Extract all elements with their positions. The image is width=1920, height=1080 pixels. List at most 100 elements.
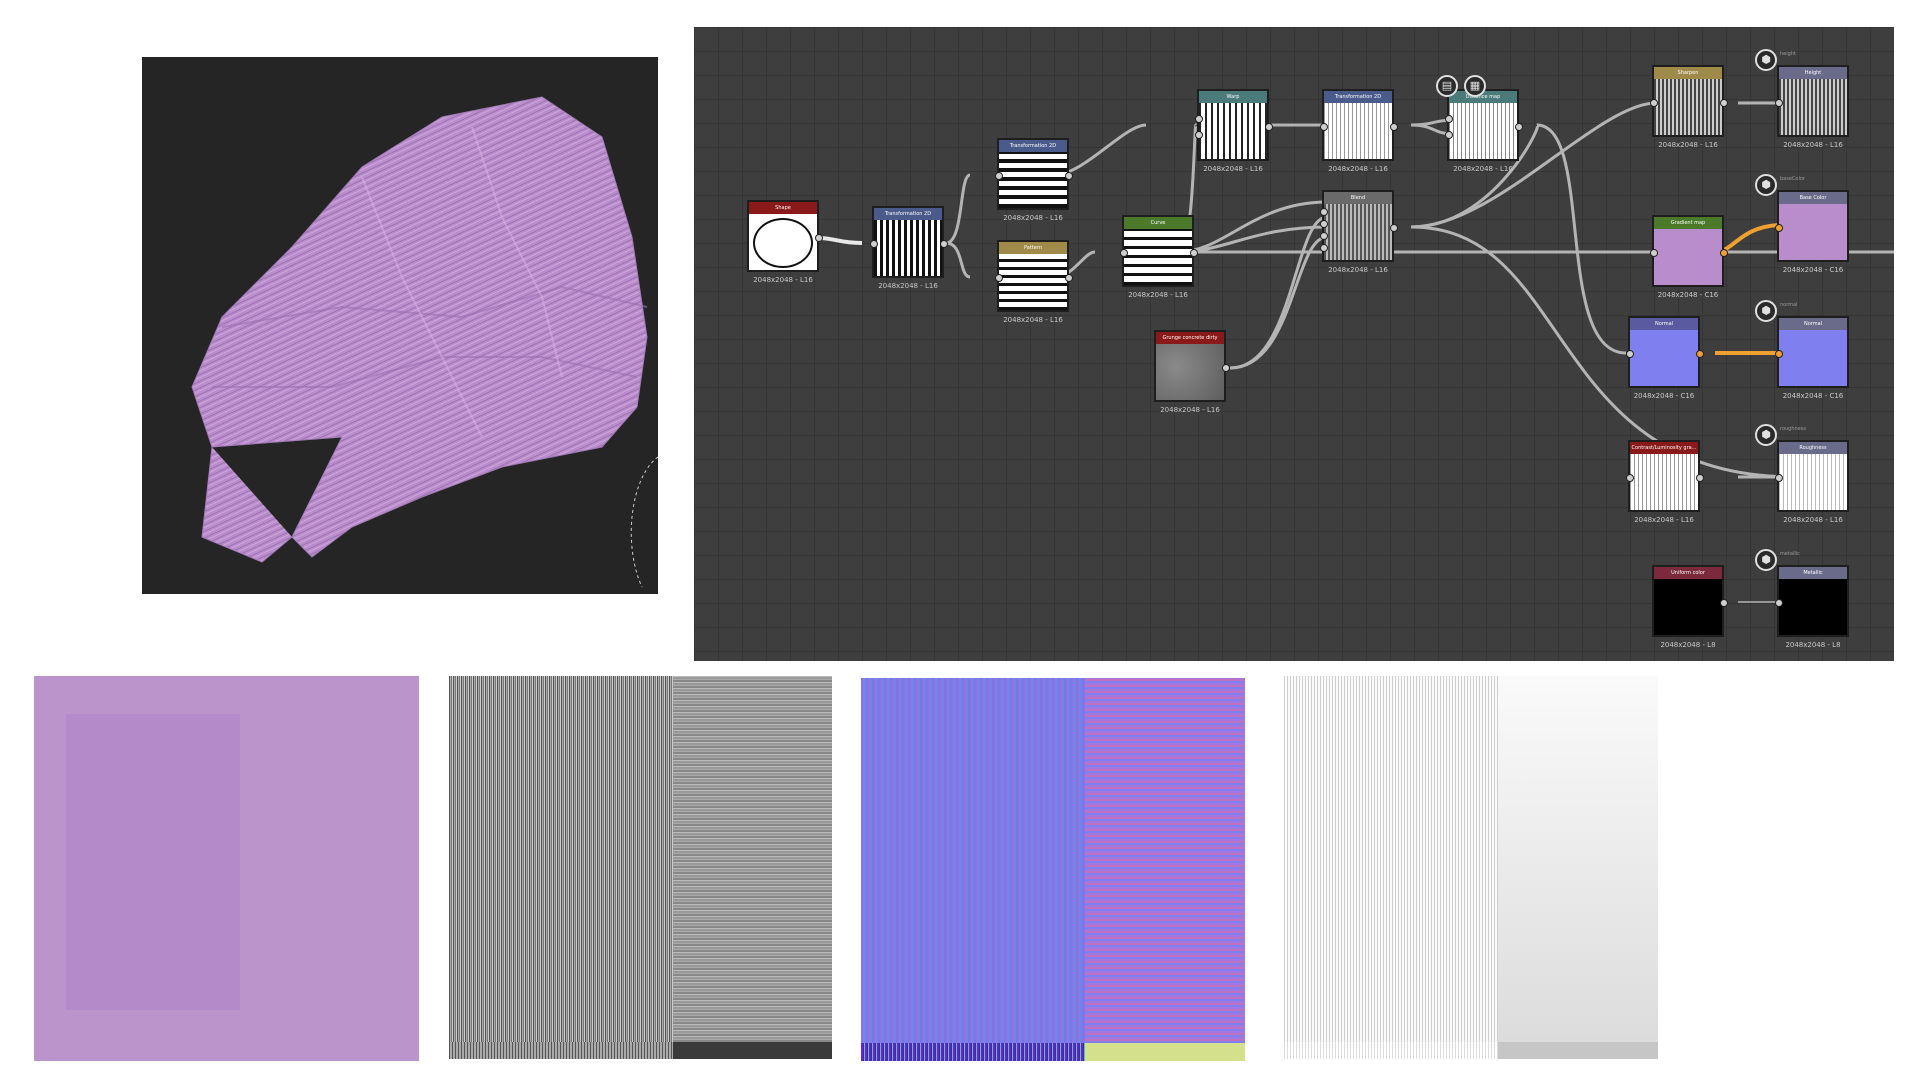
output-port[interactable] bbox=[1696, 474, 1704, 482]
node-distance-map[interactable]: Distance map 2048x2048 - L16 bbox=[1445, 89, 1523, 173]
node-output-roughness[interactable]: Roughness 2048x2048 - L16 bbox=[1775, 440, 1849, 524]
node-gradient-map[interactable]: Gradient map 2048x2048 - C16 bbox=[1650, 215, 1728, 299]
node-output-metallic[interactable]: Metallic 2048x2048 - L8 bbox=[1775, 565, 1849, 649]
input-port[interactable] bbox=[1626, 474, 1634, 482]
roughness-map bbox=[1274, 676, 1658, 1061]
output-label: metallic bbox=[1780, 551, 1800, 557]
input-port[interactable] bbox=[870, 240, 878, 248]
output-port[interactable] bbox=[940, 240, 948, 248]
node-shape[interactable]: Shape 2048x2048 - L16 bbox=[747, 200, 823, 284]
input-port[interactable] bbox=[1775, 474, 1783, 482]
output-port[interactable] bbox=[1720, 99, 1728, 107]
cube-icon: ⬢ bbox=[1755, 174, 1777, 196]
output-port[interactable] bbox=[1222, 364, 1230, 372]
node-caption: 2048x2048 - L16 bbox=[1783, 516, 1843, 524]
node-title: Metallic bbox=[1779, 567, 1847, 579]
output-port[interactable] bbox=[1720, 249, 1728, 257]
cube-icon: ⬢ bbox=[1755, 549, 1777, 571]
cube-icon: ⬢ bbox=[1755, 300, 1777, 322]
node-title: Normal bbox=[1630, 318, 1698, 330]
node-grunge-concrete-dirty[interactable]: Grunge concrete dirty 2048x2048 - L16 bbox=[1154, 330, 1230, 414]
input-port[interactable] bbox=[1775, 224, 1783, 232]
output-port[interactable] bbox=[1390, 123, 1398, 131]
output-port[interactable] bbox=[1696, 350, 1704, 358]
node-transformation-2d[interactable]: Transformation 2D 2048x2048 - L16 bbox=[995, 138, 1073, 222]
output-port[interactable] bbox=[1065, 172, 1073, 180]
output-label: roughness bbox=[1780, 426, 1806, 432]
node-sharpen[interactable]: Sharpen 2048x2048 - L16 bbox=[1650, 65, 1728, 149]
output-port[interactable] bbox=[1515, 123, 1523, 131]
node-caption: 2048x2048 - L16 bbox=[1203, 165, 1263, 173]
input-port[interactable] bbox=[1445, 115, 1453, 123]
node-title: Roughness bbox=[1779, 442, 1847, 454]
node-title: Normal bbox=[1779, 318, 1847, 330]
input-port[interactable] bbox=[1775, 99, 1783, 107]
input-port[interactable] bbox=[995, 172, 1003, 180]
output-port[interactable] bbox=[815, 234, 823, 242]
input-port[interactable] bbox=[995, 274, 1003, 282]
node-title: Blend bbox=[1324, 192, 1392, 204]
input-port[interactable] bbox=[1320, 244, 1328, 252]
node-title: Pattern bbox=[999, 242, 1067, 254]
node-caption: 2048x2048 - C16 bbox=[1782, 266, 1844, 274]
input-port[interactable] bbox=[1320, 208, 1328, 216]
input-port[interactable] bbox=[1195, 131, 1203, 139]
input-port[interactable] bbox=[1445, 131, 1453, 139]
output-port[interactable] bbox=[1265, 123, 1273, 131]
node-curve[interactable]: Curve 2048x2048 - L16 bbox=[1120, 215, 1198, 299]
node-graph-canvas[interactable]: Shape 2048x2048 - L16 Transformation 2D … bbox=[694, 27, 1894, 661]
input-port[interactable] bbox=[1775, 350, 1783, 358]
input-port[interactable] bbox=[1320, 232, 1328, 240]
cube-icon: ⬢ bbox=[1755, 424, 1777, 446]
output-port[interactable] bbox=[1190, 249, 1198, 257]
input-port[interactable] bbox=[1120, 249, 1128, 257]
input-port[interactable] bbox=[1195, 115, 1203, 123]
input-port[interactable] bbox=[1650, 249, 1658, 257]
node-title: Gradient map bbox=[1654, 217, 1722, 229]
cube-icon: ⬢ bbox=[1755, 49, 1777, 71]
input-port[interactable] bbox=[1626, 350, 1634, 358]
node-transformation-2d[interactable]: Transformation 2D 2048x2048 - L16 bbox=[1320, 89, 1398, 173]
node-caption: 2048x2048 - L8 bbox=[1785, 641, 1841, 649]
node-title: Uniform color bbox=[1654, 567, 1722, 579]
output-label: normal bbox=[1780, 302, 1798, 308]
node-caption: 2048x2048 - L16 bbox=[1160, 406, 1220, 414]
basecolor-inner-panel bbox=[66, 714, 240, 1010]
output-label: baseColor bbox=[1780, 176, 1805, 182]
node-caption: 2048x2048 - L16 bbox=[1328, 165, 1388, 173]
node-caption: 2048x2048 - L16 bbox=[1453, 165, 1513, 173]
node-output-base-color[interactable]: Base Color 2048x2048 - C16 bbox=[1775, 190, 1849, 274]
input-port[interactable] bbox=[1775, 599, 1783, 607]
node-output-height[interactable]: Height 2048x2048 - L16 bbox=[1775, 65, 1849, 149]
checker-icon[interactable]: ▦ bbox=[1464, 75, 1486, 97]
node-title: Distance map bbox=[1449, 91, 1517, 103]
node-caption: 2048x2048 - L8 bbox=[1660, 641, 1716, 649]
node-output-normal[interactable]: Normal 2048x2048 - C16 bbox=[1775, 316, 1849, 400]
output-port[interactable] bbox=[1720, 599, 1728, 607]
node-caption: 2048x2048 - C16 bbox=[1657, 291, 1719, 299]
input-port[interactable] bbox=[1320, 123, 1328, 131]
output-port[interactable] bbox=[1065, 274, 1073, 282]
node-caption: 2048x2048 - L16 bbox=[878, 282, 938, 290]
node-pattern[interactable]: Pattern 2048x2048 - L16 bbox=[995, 240, 1073, 324]
document-icon[interactable]: ▤ bbox=[1436, 75, 1458, 97]
node-transformation-2d[interactable]: Transformation 2D 2048x2048 - L16 bbox=[870, 206, 948, 290]
node-caption: 2048x2048 - L16 bbox=[753, 276, 813, 284]
node-warp[interactable]: Warp 2048x2048 - L16 bbox=[1195, 89, 1273, 173]
node-caption: 2048x2048 - L16 bbox=[1658, 141, 1718, 149]
node-title: Contrast/Luminosity gra... bbox=[1630, 442, 1698, 454]
basecolor-map bbox=[34, 676, 419, 1061]
input-port[interactable] bbox=[1320, 220, 1328, 228]
node-contrast-luminosity[interactable]: Contrast/Luminosity gra... 2048x2048 - L… bbox=[1626, 440, 1704, 524]
input-port[interactable] bbox=[1650, 99, 1658, 107]
output-label: height bbox=[1780, 51, 1796, 57]
3d-viewport[interactable] bbox=[142, 57, 658, 594]
node-blend[interactable]: Blend 2048x2048 - L16 bbox=[1320, 190, 1398, 274]
node-title: Base Color bbox=[1779, 192, 1847, 204]
node-normal[interactable]: Normal 2048x2048 - C16 bbox=[1626, 316, 1704, 400]
output-port[interactable] bbox=[1390, 224, 1398, 232]
node-title: Transformation 2D bbox=[1324, 91, 1392, 103]
node-uniform-color[interactable]: Uniform color 2048x2048 - L8 bbox=[1652, 565, 1728, 649]
node-title: Sharpen bbox=[1654, 67, 1722, 79]
node-title: Height bbox=[1779, 67, 1847, 79]
